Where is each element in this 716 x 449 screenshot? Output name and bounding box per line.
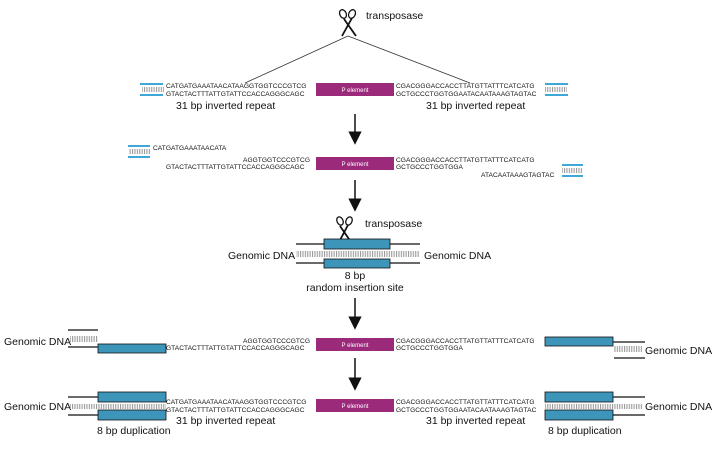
genomic-dna-label-left-5: Genomic DNA — [4, 401, 71, 413]
p-element-label-4: P element — [342, 343, 369, 349]
genomic-dna-label-left-4: Genomic DNA — [4, 336, 71, 348]
transposase-label-top: transposase — [366, 10, 423, 22]
duplication-label-left: 8 bp duplication — [97, 425, 171, 437]
insertion-intermediate: AGGTGGTCCCGTCG GTACTACTTTATTGTATTCCACCAG… — [68, 329, 645, 359]
seq-cut-left-top: CATGATGAAATAACATA — [153, 145, 227, 152]
seq-final-right-top: CGACGGGACCACCTTATGTTATTTCATCATG — [396, 399, 535, 406]
seq-left-top: CATGATGAAATAACATAAGGTGGTCCCGTCG — [166, 83, 306, 90]
seq-cut-right-top: CGACGGGACCACCTTATGTTATTTCATCATG — [396, 157, 535, 164]
seq-right-top: CGACGGGACCACCTTATGTTATTTCATCATG — [396, 83, 535, 90]
transposase-label-mid: transposase — [365, 218, 422, 230]
final-insertion: CATGATGAAATAACATAAGGTGGTCCCGTCG GTACTACT… — [68, 391, 645, 421]
target-genomic-dna — [296, 238, 420, 269]
genomic-dna-label-right: Genomic DNA — [424, 250, 491, 262]
seq-ins-left-bottom: GTACTACTTTATTGTATTCCACCAGGGCAGC — [166, 345, 305, 352]
seq-ins-right-top: CGACGGGACCACCTTATGTTATTTCATCATG — [396, 338, 535, 345]
seq-cut-left-bottom-mid: AGGTGGTCCCGTCG — [243, 157, 310, 164]
duplication-label-right: 8 bp duplication — [548, 425, 622, 437]
seq-final-right-bottom: GCTGCCCTGGTGGAATACAATAAAGTAGTAC — [396, 407, 537, 414]
p-element-box-2 — [316, 157, 394, 170]
seq-left-bottom: GTACTACTTTATTGTATTCCACCAGGGCAGC — [166, 91, 305, 98]
donor-dna-intact: CATGATGAAATAACATAAGGTGGTCCCGTCG GTACTACT… — [140, 83, 568, 98]
seq-cut-left-bottom: GTACTACTTTATTGTATTCCACCAGGGCAGC — [166, 164, 305, 171]
p-element-box-4 — [316, 338, 394, 351]
p-element-label: P element — [342, 88, 369, 94]
eight-bp-label: 8 bp — [345, 270, 366, 282]
p-element-box-5 — [316, 399, 394, 412]
inverted-repeat-left-label-5: 31 bp inverted repeat — [176, 415, 275, 427]
p-element-box — [316, 83, 394, 96]
p-element-label-5: P element — [342, 404, 369, 410]
inverted-repeat-right-label-5: 31 bp inverted repeat — [426, 415, 525, 427]
seq-cut-right-bottom-mid: GCTGCCCTGGTGGA — [396, 164, 464, 171]
genomic-dna-label-right-5: Genomic DNA — [645, 401, 712, 413]
genomic-dna-label-right-4: Genomic DNA — [645, 345, 712, 357]
inverted-repeat-right-label: 31 bp inverted repeat — [426, 100, 525, 112]
p-element-label-2: P element — [342, 162, 369, 168]
seq-final-left-bottom: GTACTACTTTATTGTATTCCACCAGGGCAGC — [166, 407, 305, 414]
genomic-dna-label-left: Genomic DNA — [228, 250, 295, 262]
scissors-icon — [338, 9, 357, 37]
random-insertion-site-label: random insertion site — [306, 282, 404, 294]
seq-cut-right-bottom-tail: ATACAATAAAGTAGTAC — [481, 172, 555, 179]
scissors-icon — [336, 216, 353, 243]
excision-intermediate: CATGATGAAATAACATA AGGTGGTCCCGTCG GTACTAC… — [128, 145, 583, 179]
seq-ins-left-top: AGGTGGTCCCGTCG — [243, 338, 310, 345]
inverted-repeat-left-label: 31 bp inverted repeat — [176, 100, 275, 112]
seq-ins-right-bottom: GCTGCCCTGGTGGA — [396, 345, 464, 352]
seq-right-bottom: GCTGCCCTGGTGGAATACAATAAAGTAGTAC — [396, 91, 537, 98]
seq-final-left-top: CATGATGAAATAACATAAGGTGGTCCCGTCG — [166, 399, 306, 406]
